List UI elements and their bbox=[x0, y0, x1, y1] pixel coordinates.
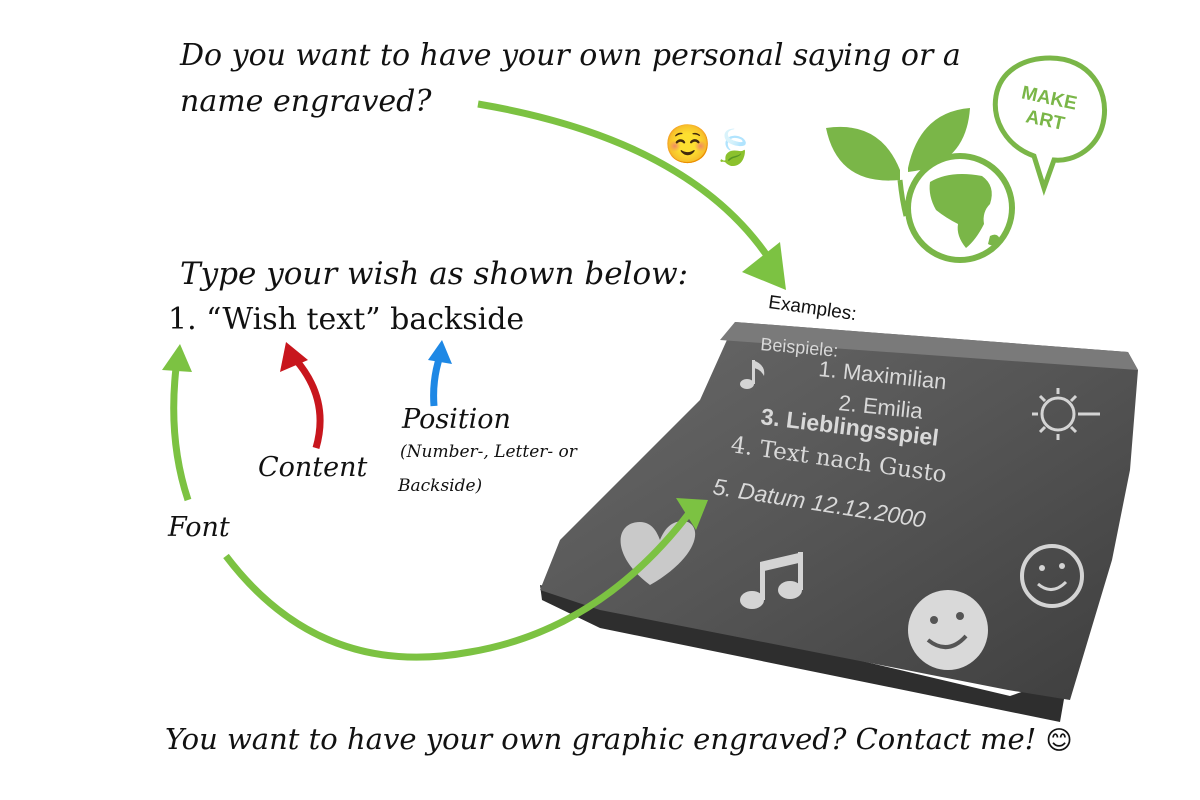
instructions-example-line: 1. “Wish text” backside bbox=[168, 302, 525, 337]
arrow-headline-to-slate bbox=[477, 100, 786, 290]
slate-top-edge bbox=[720, 322, 1138, 370]
label-position-sub-1: (Number-, Letter- or bbox=[400, 442, 577, 462]
footer-text: You want to have your own graphic engrav… bbox=[165, 722, 1073, 756]
arrow-slate-to-font bbox=[223, 498, 708, 661]
label-position-sub-2: Backside) bbox=[398, 476, 483, 496]
label-font: Font bbox=[168, 512, 230, 543]
smiling-face-emoji: ☺️ bbox=[664, 122, 712, 166]
footer-message: You want to have your own graphic engrav… bbox=[165, 722, 1037, 756]
leaf-emoji: 🍃 bbox=[712, 128, 755, 168]
double-music-note-icon bbox=[740, 552, 803, 609]
label-position: Position bbox=[402, 404, 511, 435]
arrow-content bbox=[280, 342, 324, 449]
slate-tile: Beispiele: 1. Maximilian 2. Emilia 3. Li… bbox=[540, 322, 1138, 722]
sun-icon bbox=[1032, 388, 1100, 440]
arrow-font-to-number bbox=[162, 344, 192, 502]
instructions-title: Type your wish as shown below: bbox=[180, 256, 689, 292]
smiley-icon bbox=[1020, 544, 1084, 608]
footer-smile-emoji: 😊 bbox=[1045, 726, 1073, 756]
speech-bubble: MAKE ART bbox=[992, 55, 1108, 196]
music-note-icon bbox=[740, 360, 765, 389]
headline-line-1: Do you want to have your own personal sa… bbox=[180, 38, 961, 73]
label-content: Content bbox=[258, 452, 368, 483]
headline-line-2: name engraved? bbox=[180, 84, 432, 119]
smiley-icon bbox=[908, 590, 988, 670]
globe-with-leaves-icon bbox=[826, 108, 1015, 263]
slate-surface bbox=[540, 322, 1138, 700]
arrow-position bbox=[428, 340, 452, 407]
